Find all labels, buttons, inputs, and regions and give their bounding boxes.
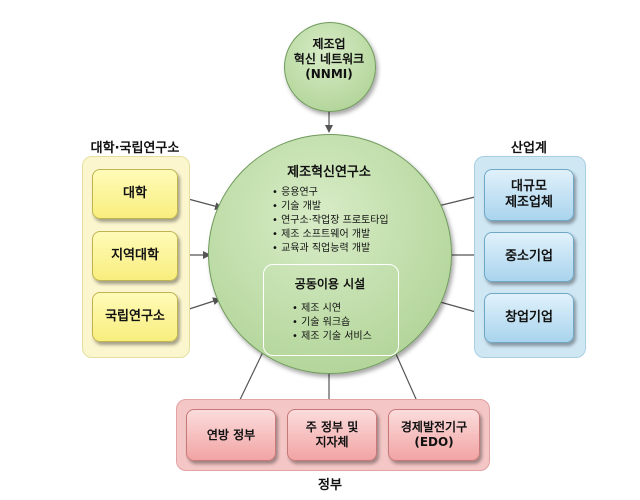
large-manufacturer-line-2: 제조업체 (505, 195, 553, 210)
startup-box: 창업기업 (484, 293, 574, 343)
institute-activity-item: 기술 개발 (272, 200, 389, 214)
large-manufacturer-box: 대규모 제조업체 (484, 169, 574, 221)
institute-activity-item: 교육과 직업능력 개발 (272, 242, 389, 256)
shared-facility-item: 제조 시연 (292, 302, 372, 316)
edo-line-2: (EDO) (414, 435, 454, 449)
shared-facility-box (263, 264, 399, 356)
institute-activity-list: 응용연구 기술 개발 연구소·작업장 프로토타입 제조 소프트웨어 개발 교육과… (272, 186, 389, 256)
sme-label: 중소기업 (505, 248, 553, 264)
edo-label: 경제발전기구 (EDO) (401, 420, 467, 450)
government-group-title: 정부 (318, 478, 342, 493)
federal-government-box: 연방 정부 (186, 409, 276, 461)
nnmi-label-line-1: 제조업 (312, 37, 346, 51)
regional-university-label: 지역대학 (111, 247, 159, 263)
nnmi-label-line-2: 혁신 네트워크 (293, 52, 365, 66)
nnmi-label: 제조업 혁신 네트워크 (NNMI) (284, 37, 374, 82)
institute-title: 제조혁신연구소 (287, 165, 371, 180)
large-manufacturer-line-1: 대규모 (511, 178, 547, 194)
large-manufacturer-label: 대규모 제조업체 (505, 179, 553, 212)
edo-line-1: 경제발전기구 (400, 420, 468, 434)
nnmi-label-line-3: (NNMI) (305, 67, 353, 81)
university-group-title: 대학·국립연구소 (90, 141, 180, 156)
university-label: 대학 (123, 185, 147, 201)
national-lab-box: 국립연구소 (92, 292, 178, 342)
national-lab-label: 국립연구소 (105, 308, 165, 324)
shared-facility-item: 기술 워크숍 (292, 316, 372, 330)
industry-group-title: 산업계 (511, 141, 547, 156)
shared-facility-list: 제조 시연 기술 워크숍 제조 기술 서비스 (292, 302, 372, 344)
state-government-box: 주 정부 및 지자체 (287, 409, 377, 461)
startup-label: 창업기업 (505, 309, 553, 325)
institute-activity-item: 제조 소프트웨어 개발 (272, 228, 389, 242)
state-government-line-1: 주 정부 및 (305, 420, 359, 434)
institute-activity-item: 연구소·작업장 프로토타입 (272, 214, 389, 228)
state-government-label: 주 정부 및 지자체 (306, 420, 359, 450)
federal-government-label: 연방 정부 (206, 427, 256, 442)
nnmi-circle (284, 22, 376, 112)
regional-university-box: 지역대학 (92, 231, 178, 281)
edo-box: 경제발전기구 (EDO) (388, 409, 480, 461)
shared-facility-title: 공동이용 시설 (294, 277, 366, 291)
university-box: 대학 (92, 169, 178, 219)
sme-box: 중소기업 (484, 232, 574, 282)
institute-activity-item: 응용연구 (272, 186, 389, 200)
shared-facility-item: 제조 기술 서비스 (292, 330, 372, 344)
state-government-line-2: 지자체 (315, 435, 349, 449)
